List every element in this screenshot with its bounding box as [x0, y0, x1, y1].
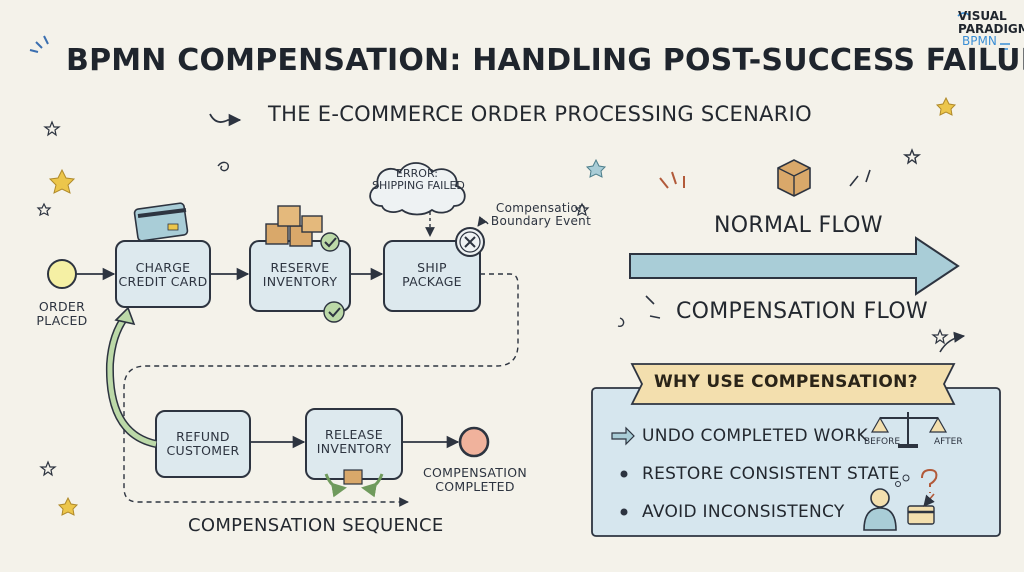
end-event	[458, 426, 490, 458]
star-icon	[36, 202, 52, 217]
task-refund-label: REFUND CUSTOMER	[166, 429, 240, 458]
why-title: WHY USE COMPENSATION?	[654, 372, 918, 392]
normal-flow-label: NORMAL FLOW	[714, 213, 883, 238]
package-icon	[777, 159, 811, 197]
logo-swirl-icon	[957, 12, 1010, 50]
logo-line-1: VISUAL	[958, 9, 1007, 23]
compensation-dashed-path	[123, 273, 519, 507]
subtitle-arrow-icon	[209, 113, 242, 127]
arrow-bullet-icon	[611, 426, 635, 446]
scale-after-label: AFTER	[934, 437, 963, 447]
logo-line-2: PARADIGM	[958, 21, 1024, 36]
spark-icon	[29, 35, 49, 53]
start-event	[47, 259, 77, 289]
spark-icon	[659, 171, 685, 189]
logo-line-3: BPMN	[962, 34, 997, 49]
comp-flow-curl	[939, 331, 966, 353]
star-icon	[902, 148, 922, 165]
boundary-pointer	[477, 216, 489, 227]
error-cloud-label: ERROR: SHIPPING FAILED	[372, 167, 465, 193]
page-title: BPMN COMPENSATION: HANDLING POST-SUCCESS…	[66, 43, 1024, 78]
why-item-undo: UNDO COMPLETED WORK	[642, 426, 868, 446]
dot-bullet-icon	[620, 508, 628, 516]
task-charge-label: CHARGE CREDIT CARD	[118, 260, 208, 289]
dot-bullet-icon	[620, 470, 628, 478]
task-ship-label: SHIP PACKAGE	[402, 260, 462, 289]
swirl-icon	[617, 317, 625, 328]
star-icon	[57, 496, 79, 516]
release-box-icon	[324, 469, 384, 498]
compensation-boundary-event	[455, 227, 485, 257]
credit-card-icon	[133, 202, 189, 242]
normal-flow-arrow	[629, 236, 960, 296]
star-icon	[43, 120, 61, 137]
start-event-label: ORDER PLACED	[36, 299, 88, 328]
compensation-flow-label: COMPENSATION FLOW	[676, 299, 928, 324]
page-subtitle: THE E-COMMERCE ORDER PROCESSING SCENARIO	[268, 102, 812, 126]
end-event-label: COMPENSATION COMPLETED	[423, 465, 527, 494]
star-icon	[935, 96, 957, 116]
scale-before-label: BEFORE	[864, 437, 901, 447]
error-cloud	[369, 162, 466, 216]
check-icon	[320, 232, 340, 252]
star-icon	[48, 168, 76, 194]
star-icon	[39, 460, 57, 477]
brand-logo: VISUAL PARADIGM BPMN	[958, 10, 1024, 48]
task-reserve-label: RESERVE INVENTORY	[262, 260, 338, 289]
compensation-link-curve-fill	[107, 314, 157, 447]
spark-icon	[645, 295, 661, 319]
inventory-boxes-icon	[265, 205, 323, 247]
decor-stars	[29, 35, 957, 516]
spark-icon	[849, 169, 871, 187]
star-icon	[574, 202, 590, 217]
why-item-avoid: AVOID INCONSISTENCY	[642, 502, 845, 522]
balance-scale-icon	[870, 412, 948, 448]
boundary-event-label: Compensation Boundary Event	[490, 201, 592, 229]
swirl-icon	[217, 161, 230, 172]
why-banner	[630, 363, 956, 405]
task-release-label: RELEASE INVENTORY	[316, 427, 392, 456]
person-icon	[863, 474, 910, 531]
compensation-sequence-label: COMPENSATION SEQUENCE	[188, 515, 444, 536]
compensation-link-arrowhead	[114, 306, 136, 326]
star-icon	[931, 328, 949, 345]
check-icon	[323, 301, 345, 323]
task-ship	[383, 240, 481, 312]
why-item-restore: RESTORE CONSISTENT STATE	[642, 464, 900, 484]
star-icon	[585, 158, 607, 178]
question-card-icon	[907, 468, 938, 525]
